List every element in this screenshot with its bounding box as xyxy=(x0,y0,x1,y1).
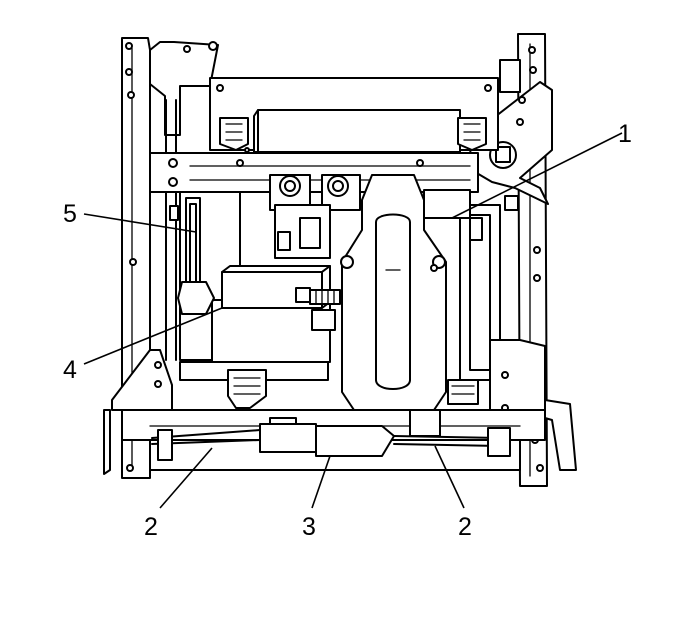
center-cover-plate xyxy=(340,174,447,417)
callout-4: 4 xyxy=(63,356,77,384)
upper-left-bracket xyxy=(149,41,219,361)
upper-cross-member xyxy=(149,147,479,193)
left-seat-track xyxy=(103,37,173,479)
leader-lines xyxy=(83,132,623,509)
callout-labels: 1 5 4 2 3 2 xyxy=(63,120,632,541)
callout-5: 5 xyxy=(63,200,77,228)
left-adjuster-rod xyxy=(169,197,215,315)
control-module xyxy=(221,265,341,309)
lower-left-clip xyxy=(227,369,267,409)
callout-1: 1 xyxy=(618,120,632,148)
right-inner-track xyxy=(423,189,546,421)
wiring-harness xyxy=(151,417,511,461)
rear-motor-housing xyxy=(209,77,499,153)
callout-2-left: 2 xyxy=(144,513,158,541)
callout-3: 3 xyxy=(302,513,316,541)
callout-2-right: 2 xyxy=(458,513,472,541)
